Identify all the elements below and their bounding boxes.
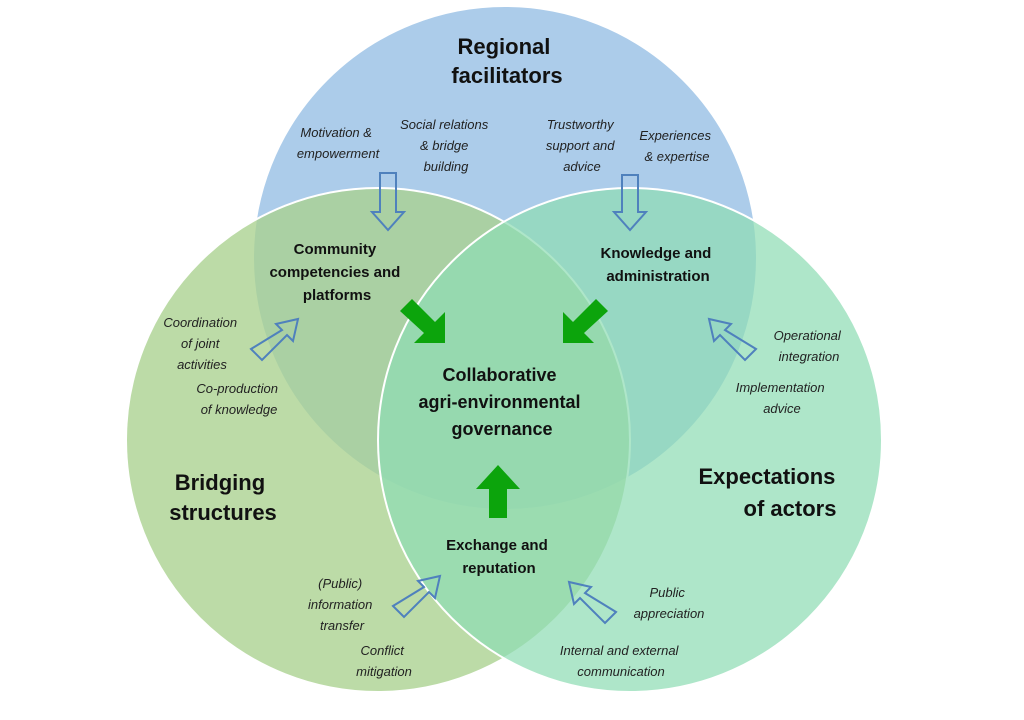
factor-trustworthy-support: Trustworthy support and advice [546,117,618,174]
outline-arrow-upright-left [249,317,300,362]
factor-internal-external-communication: Internal and external communication [560,643,682,679]
intersection-community-competencies: Community competencies and platforms [269,241,404,304]
intersection-exchange-reputation: Exchange and reputation [446,537,552,577]
factor-coordination: Coordination of joint activities [163,315,240,372]
outline-arrow-upright-bottom-left [391,574,442,619]
intersection-knowledge-administration: Knowledge and administration [600,245,715,285]
outline-arrow-upleft-right [707,317,758,362]
title-expectations-of-actors: Expectations of actors [698,464,841,521]
factor-public-appreciation: Public appreciation [634,585,705,621]
factor-operational-integration: Operational integration [774,328,845,364]
factor-implementation-advice: Implementation advice [736,380,829,416]
factor-motivation-empowerment: Motivation & empowerment [297,125,381,161]
title-bridging-structures: Bridging structures [169,470,277,525]
arrow-top-left-to-center [400,299,445,343]
factor-experiences-expertise: Experiences & expertise [639,128,714,164]
factor-conflict-mitigation: Conflict mitigation [356,643,412,679]
factor-public-information: (Public) information transfer [308,576,376,633]
outline-arrow-down-right [611,174,649,232]
outline-arrow-upleft-bottom-right [567,580,618,625]
outline-arrow-down-left [369,172,407,232]
factor-social-relations: Social relations & bridge building [400,117,492,174]
title-regional-facilitators: Regional facilitators [451,34,562,88]
circle-expectations-of-actors [377,187,883,693]
factor-co-production: Co-production of knowledge [196,381,281,417]
center-label: Collaborative agri-environmental governa… [418,365,585,439]
arrow-bottom-to-center [476,465,520,518]
arrow-top-right-to-center [563,299,608,343]
